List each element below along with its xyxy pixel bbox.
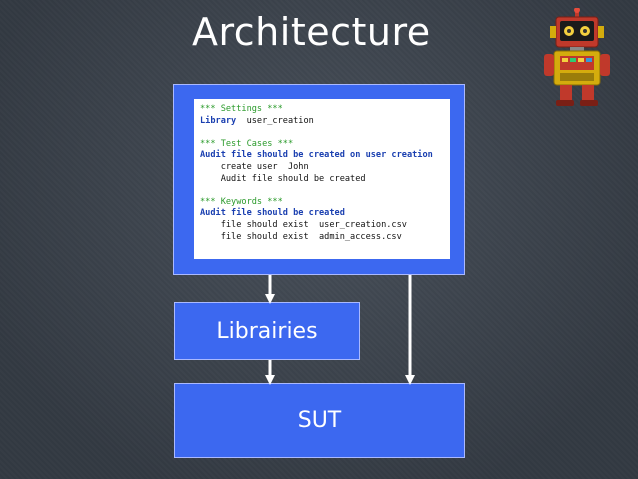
- code-text: Audit file should be created: [200, 173, 366, 184]
- code-line: Library user_creation: [200, 116, 444, 128]
- libraries-label: Librairies: [216, 318, 318, 344]
- code-keyword-definition: Audit file should be created on user cre…: [200, 150, 433, 161]
- code-line: *** Test Cases ***: [200, 139, 444, 151]
- code-line: Audit file should be created on user cre…: [200, 150, 444, 162]
- code-line: file should exist user_creation.csv: [200, 220, 444, 232]
- code-section-header: *** Keywords ***: [200, 196, 283, 207]
- code-line: [200, 127, 444, 139]
- libraries-box: Librairies: [174, 302, 360, 360]
- code-line: Audit file should be created: [200, 174, 444, 186]
- code-text: create user John: [200, 161, 309, 172]
- test-script-box: *** Settings ***Library user_creation***…: [173, 84, 465, 275]
- code-line: *** Keywords ***: [200, 197, 444, 209]
- code-text: file should exist admin_access.csv: [200, 231, 402, 242]
- code-keyword: Library: [200, 115, 237, 126]
- code-line: create user John: [200, 162, 444, 174]
- sut-label: SUT: [297, 408, 342, 433]
- code-panel: *** Settings ***Library user_creation***…: [194, 99, 450, 259]
- code-keyword-definition: Audit file should be created: [200, 208, 345, 219]
- code-text: file should exist user_creation.csv: [200, 219, 407, 230]
- code-line: *** Settings ***: [200, 104, 444, 116]
- code-text: user_creation: [236, 115, 314, 126]
- code-section-header: *** Settings ***: [200, 104, 283, 114]
- code-line: Audit file should be created: [200, 208, 444, 220]
- code-line: [200, 185, 444, 197]
- sut-box: SUT: [174, 383, 465, 458]
- slide-title: Architecture: [192, 10, 431, 54]
- robot-icon: [544, 8, 610, 106]
- code-section-header: *** Test Cases ***: [200, 138, 294, 149]
- code-line: file should exist admin_access.csv: [200, 232, 444, 244]
